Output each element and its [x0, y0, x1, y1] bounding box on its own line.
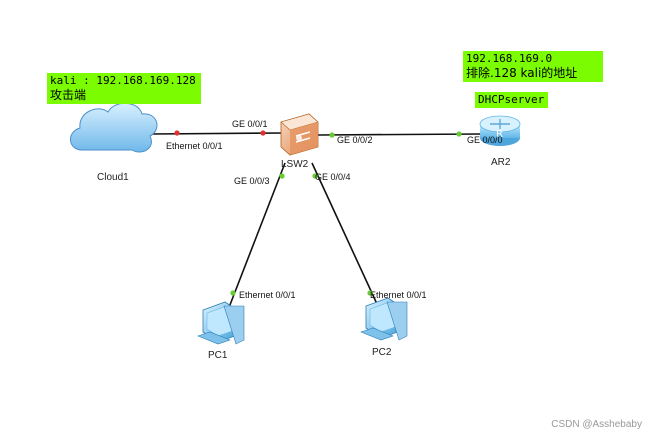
port-label-sw-ge2: GE 0/0/2 [337, 135, 373, 145]
cloud-icon[interactable] [70, 102, 158, 153]
port-dot-sw-ge4 [312, 173, 318, 179]
link-switch-pc1[interactable] [227, 162, 286, 311]
pc2-icon[interactable] [360, 297, 408, 341]
watermark: CSDN @Asshebaby [551, 419, 642, 430]
port-label-sw-ge4: GE 0/0/4 [315, 172, 351, 182]
port-dot-sw-ge3 [279, 173, 285, 179]
port-dot-pc1-eth [230, 290, 236, 296]
port-label-ar-ge0: GE 0/0/0 [467, 135, 503, 145]
note-dhcp-network: 192.168.169.0 [466, 52, 553, 65]
port-dot-pc2-eth [367, 290, 373, 296]
pc1-icon[interactable] [197, 301, 245, 345]
note-server-role[interactable]: DHCPserver [475, 92, 548, 108]
device-label-pc1: PC1 [208, 350, 228, 361]
port-label-pc1-eth: Ethernet 0/0/1 [239, 290, 296, 300]
note-server-role-text: DHCPserver [478, 93, 545, 106]
device-label-cloud: Cloud1 [97, 172, 129, 183]
svg-text:R: R [496, 129, 503, 140]
port-label-sw-ge1: GE 0/0/1 [232, 119, 268, 129]
note-dhcp-exclude: 排除.128 kali的地址 [466, 66, 578, 80]
port-label-pc2-eth: Ethernet 0/0/1 [370, 290, 427, 300]
note-attacker[interactable]: kali : 192.168.169.128 攻击端 [47, 73, 201, 104]
device-label-switch: LSW2 [281, 159, 309, 170]
port-dot-sw-ge2 [329, 132, 335, 138]
note-dhcp-pool[interactable]: 192.168.169.0 排除.128 kali的地址 [463, 51, 603, 82]
switch-icon[interactable] [280, 113, 319, 156]
device-label-router: AR2 [491, 157, 511, 168]
port-dot-ar-ge0 [456, 131, 462, 137]
link-switch-pc2[interactable] [311, 162, 378, 305]
port-dot-cloud-eth [174, 130, 180, 136]
port-label-sw-ge3: GE 0/0/3 [234, 176, 270, 186]
link-switch-router[interactable] [317, 133, 483, 136]
router-icon[interactable]: R [479, 115, 521, 146]
note-attacker-role: 攻击端 [50, 88, 87, 102]
device-label-pc2: PC2 [372, 347, 392, 358]
port-dot-sw-ge1 [260, 130, 266, 136]
note-attacker-ip: kali : 192.168.169.128 [50, 74, 196, 87]
port-label-cloud-eth: Ethernet 0/0/1 [166, 141, 223, 151]
